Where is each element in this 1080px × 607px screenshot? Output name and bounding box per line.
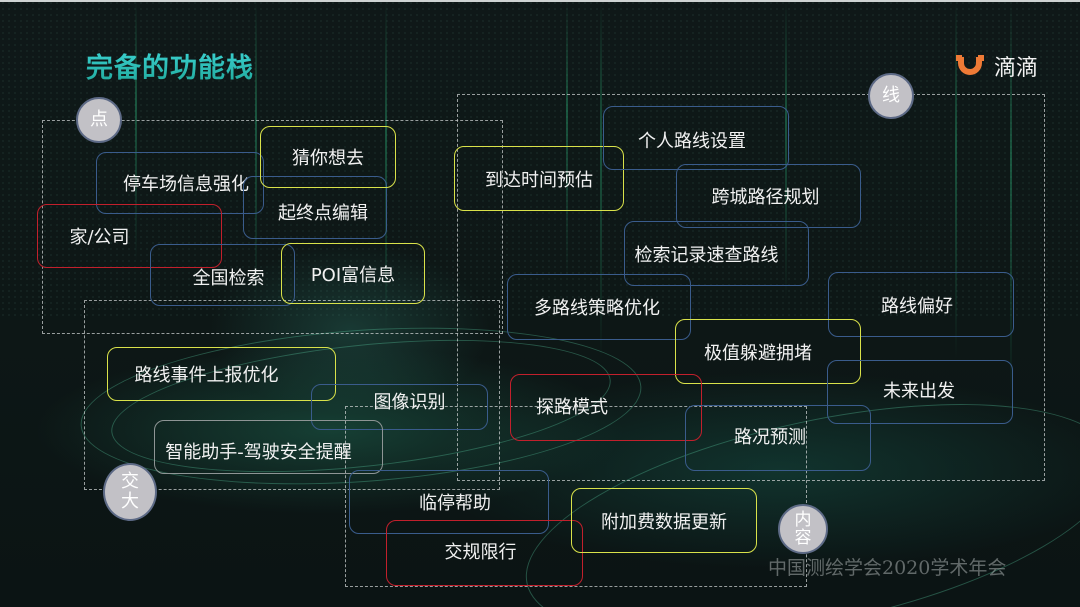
top-border xyxy=(0,0,1080,2)
feature-nationwide-search[interactable]: 全国检索 xyxy=(150,244,295,306)
group-badge-content: 内容 xyxy=(778,504,828,554)
background-dot-grid xyxy=(0,0,1080,320)
feature-intercity-route-planning[interactable]: 跨城路径规划 xyxy=(676,164,861,228)
feature-smart-assistant[interactable]: 智能助手-驾驶安全提醒 xyxy=(154,420,383,474)
background-light-line xyxy=(600,0,602,360)
background-light-line xyxy=(785,0,787,300)
background-light-line xyxy=(385,0,387,330)
group-badge-interaction: 交大 xyxy=(103,463,157,521)
feature-traffic-restriction[interactable]: 交规限行 xyxy=(386,520,583,586)
feature-temp-parking-help[interactable]: 临停帮助 xyxy=(349,470,549,534)
group-point-boundary xyxy=(42,120,503,334)
background-light-line xyxy=(566,0,568,280)
conference-watermark: 中国测绘学会2020学术年会 xyxy=(768,557,1007,579)
feature-explore-mode[interactable]: 探路模式 xyxy=(510,374,702,441)
feature-multi-route-strategy[interactable]: 多路线策略优化 xyxy=(507,274,691,340)
feature-surcharge-data-update[interactable]: 附加费数据更新 xyxy=(571,488,757,553)
feature-home-company[interactable]: 家/公司 xyxy=(37,204,222,268)
feature-image-recognition[interactable]: 图像识别 xyxy=(311,384,488,430)
feature-extreme-congestion-avoid[interactable]: 极值躲避拥堵 xyxy=(675,319,861,384)
feature-route-event-report[interactable]: 路线事件上报优化 xyxy=(107,347,336,401)
background-light-line xyxy=(955,0,957,360)
feature-guess-destination[interactable]: 猜你想去 xyxy=(260,126,396,188)
background-light-line xyxy=(135,0,137,260)
feature-traffic-forecast[interactable]: 路况预测 xyxy=(685,405,871,471)
feature-route-preference[interactable]: 路线偏好 xyxy=(828,272,1014,337)
feature-personal-route-settings[interactable]: 个人路线设置 xyxy=(603,106,789,170)
group-line-boundary xyxy=(457,94,1045,481)
didi-logo: 滴滴 xyxy=(956,50,1038,82)
page-title: 完备的功能栈 xyxy=(86,46,254,85)
feature-poi-rich-info[interactable]: POI富信息 xyxy=(281,243,425,304)
didi-logo-icon xyxy=(956,53,986,79)
feature-search-history-route[interactable]: 检索记录速查路线 xyxy=(624,221,809,286)
feature-future-departure[interactable]: 未来出发 xyxy=(827,360,1013,424)
group-content-boundary xyxy=(345,406,807,587)
feature-arrival-time-estimate[interactable]: 到达时间预估 xyxy=(454,146,624,211)
group-badge-point: 点 xyxy=(76,97,122,143)
background-light-line xyxy=(1010,0,1012,400)
logo-text: 滴滴 xyxy=(994,56,1039,81)
background-light-line xyxy=(255,0,257,300)
group-badge-line: 线 xyxy=(868,73,914,119)
feature-endpoint-edit[interactable]: 起终点编辑 xyxy=(243,176,387,239)
